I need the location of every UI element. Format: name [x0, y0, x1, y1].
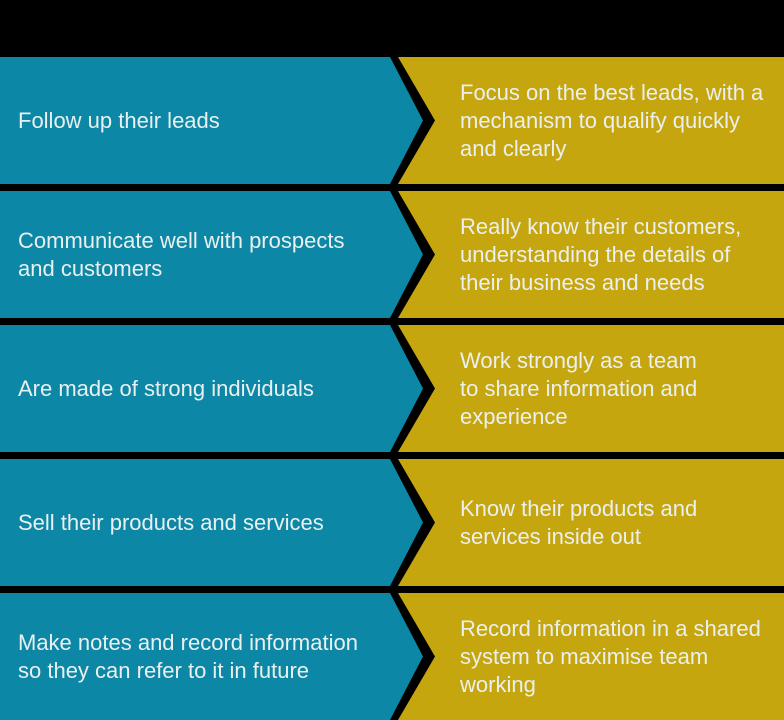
right-chevron-label: Record information in a shared system to… [460, 615, 761, 697]
right-chevron-label: Focus on the best leads, with a mechanis… [460, 79, 764, 161]
left-arrow-shape: Follow up their leads [0, 57, 423, 184]
right-chevron-shape: Know their products and services inside … [398, 459, 784, 586]
process-row-2: Communicate well with prospects and cust… [0, 191, 784, 318]
process-rows: Follow up their leads Focus on the best … [0, 57, 784, 720]
left-arrow-label: Are made of strong individuals [18, 375, 314, 401]
process-row-4: Sell their products and services Know th… [0, 459, 784, 586]
left-arrow-label: Communicate well with prospects and cust… [18, 227, 345, 281]
left-arrow-shape: Sell their products and services [0, 459, 423, 586]
left-arrow-label: Follow up their leads [18, 107, 220, 133]
right-chevron-shape: Record information in a shared system to… [398, 593, 784, 720]
top-black-band [0, 0, 784, 57]
right-chevron-label: Really know their customers, understandi… [460, 213, 742, 295]
left-arrow-label: Sell their products and services [18, 509, 324, 535]
left-arrow-shape: Make notes and record information so the… [0, 593, 423, 720]
right-chevron-label: Know their products and services inside … [460, 495, 698, 549]
left-arrow-shape: Communicate well with prospects and cust… [0, 191, 423, 318]
process-row-3: Are made of strong individuals Work stro… [0, 325, 784, 452]
process-row-1: Follow up their leads Focus on the best … [0, 57, 784, 184]
right-chevron-shape: Really know their customers, understandi… [398, 191, 784, 318]
right-chevron-label: Work strongly as a team to share informa… [460, 347, 698, 429]
left-arrow-label: Make notes and record information so the… [18, 629, 358, 683]
right-chevron-shape: Focus on the best leads, with a mechanis… [398, 57, 784, 184]
process-row-5: Make notes and record information so the… [0, 593, 784, 720]
left-arrow-shape: Are made of strong individuals [0, 325, 423, 452]
right-chevron-shape: Work strongly as a team to share informa… [398, 325, 784, 452]
